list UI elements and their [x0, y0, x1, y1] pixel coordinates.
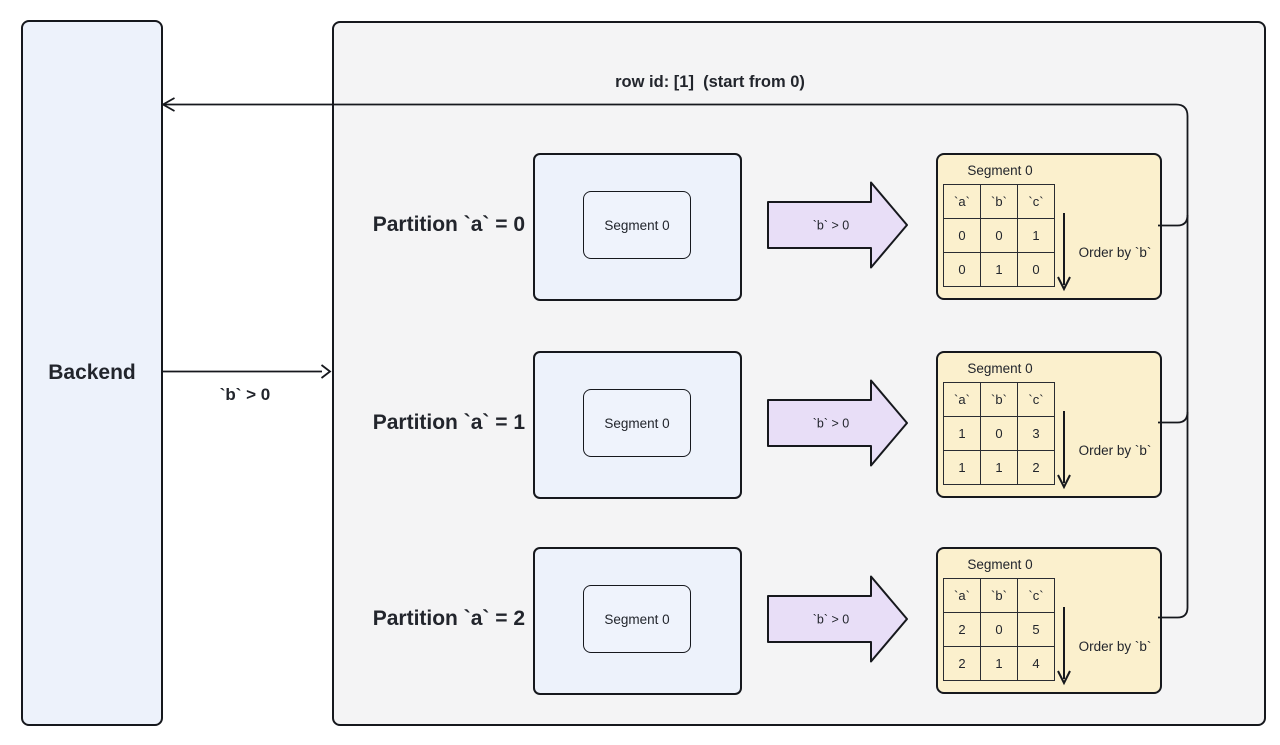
table-cell: 1 — [980, 252, 1018, 287]
filter-arrow-label: `b` > 0 — [813, 219, 850, 233]
partition-row: Partition `a` = 0 Segment 0 `b` > 0 Segm… — [332, 153, 1262, 301]
table-cell: 2 — [1017, 450, 1055, 485]
col-header: `b` — [980, 382, 1018, 417]
partition-row: Partition `a` = 2 Segment 0 `b` > 0 Segm… — [332, 547, 1262, 695]
partition-box: Segment 0 — [533, 153, 742, 301]
partition-label: Partition `a` = 0 — [372, 213, 525, 236]
result-segment-title: Segment 0 — [967, 163, 1033, 178]
result-segment-title: Segment 0 — [967, 557, 1033, 572]
partition-label: Partition `a` = 1 — [372, 411, 525, 434]
partition-box: Segment 0 — [533, 547, 742, 695]
backend-label: Backend — [48, 361, 136, 384]
col-header: `c` — [1017, 382, 1055, 417]
table-row: 2 1 4 — [943, 646, 1055, 681]
table-header-row: `a` `b` `c` — [943, 382, 1055, 417]
filter-arrow-icon: `b` > 0 — [767, 181, 908, 269]
result-table: `a` `b` `c` 2 0 5 2 1 4 — [943, 578, 1055, 681]
order-by-label: Order by `b` — [1078, 245, 1152, 260]
table-cell: 3 — [1017, 416, 1055, 451]
order-arrow-icon — [1057, 213, 1071, 292]
partition-row: Partition `a` = 1 Segment 0 `b` > 0 Segm… — [332, 351, 1262, 499]
col-header: `c` — [1017, 578, 1055, 613]
table-cell: 0 — [980, 612, 1018, 647]
table-row: 0 0 1 — [943, 218, 1055, 253]
col-header: `a` — [943, 382, 981, 417]
table-cell: 5 — [1017, 612, 1055, 647]
result-segment-title: Segment 0 — [967, 361, 1033, 376]
table-cell: 0 — [1017, 252, 1055, 287]
col-header: `b` — [980, 184, 1018, 219]
segment-box: Segment 0 — [583, 389, 691, 457]
result-table: `a` `b` `c` 0 0 1 0 1 0 — [943, 184, 1055, 287]
partition-label: Partition `a` = 2 — [372, 607, 525, 630]
filter-arrow-icon: `b` > 0 — [767, 575, 908, 663]
col-header: `c` — [1017, 184, 1055, 219]
partition-box: Segment 0 — [533, 351, 742, 499]
table-row: 1 1 2 — [943, 450, 1055, 485]
table-cell: 0 — [943, 218, 981, 253]
table-row: 2 0 5 — [943, 612, 1055, 647]
table-cell: 2 — [943, 612, 981, 647]
backend-node: Backend — [21, 20, 163, 726]
return-arrowhead-icon — [161, 97, 175, 112]
table-cell: 1 — [1017, 218, 1055, 253]
query-arrowhead-icon — [320, 364, 332, 379]
order-by-label: Order by `b` — [1078, 443, 1152, 458]
segment-box: Segment 0 — [583, 191, 691, 259]
order-arrow-icon — [1057, 411, 1071, 490]
row-id-label: row id: [1] (start from 0) — [615, 73, 805, 91]
table-cell: 0 — [980, 416, 1018, 451]
table-header-row: `a` `b` `c` — [943, 578, 1055, 613]
order-arrow-icon — [1057, 607, 1071, 686]
filter-arrow-label: `b` > 0 — [813, 613, 850, 627]
filter-arrow-icon: `b` > 0 — [767, 379, 908, 467]
table-row: 1 0 3 — [943, 416, 1055, 451]
table-cell: 1 — [943, 416, 981, 451]
table-cell: 2 — [943, 646, 981, 681]
result-table: `a` `b` `c` 1 0 3 1 1 2 — [943, 382, 1055, 485]
segment-box: Segment 0 — [583, 585, 691, 653]
col-header: `a` — [943, 184, 981, 219]
table-header-row: `a` `b` `c` — [943, 184, 1055, 219]
table-row: 0 1 0 — [943, 252, 1055, 287]
table-cell: 1 — [980, 450, 1018, 485]
table-cell: 1 — [943, 450, 981, 485]
filter-arrow-label: `b` > 0 — [813, 417, 850, 431]
order-by-label: Order by `b` — [1078, 639, 1152, 654]
col-header: `a` — [943, 578, 981, 613]
table-cell: 0 — [943, 252, 981, 287]
col-header: `b` — [980, 578, 1018, 613]
table-cell: 1 — [980, 646, 1018, 681]
result-segment-box: Segment 0 `a` `b` `c` 1 0 3 1 1 2 — [936, 351, 1162, 498]
result-segment-box: Segment 0 `a` `b` `c` 2 0 5 2 1 4 — [936, 547, 1162, 694]
table-cell: 4 — [1017, 646, 1055, 681]
query-filter-label: `b` > 0 — [219, 385, 271, 404]
table-cell: 0 — [980, 218, 1018, 253]
result-segment-box: Segment 0 `a` `b` `c` 0 0 1 0 1 0 — [936, 153, 1162, 300]
